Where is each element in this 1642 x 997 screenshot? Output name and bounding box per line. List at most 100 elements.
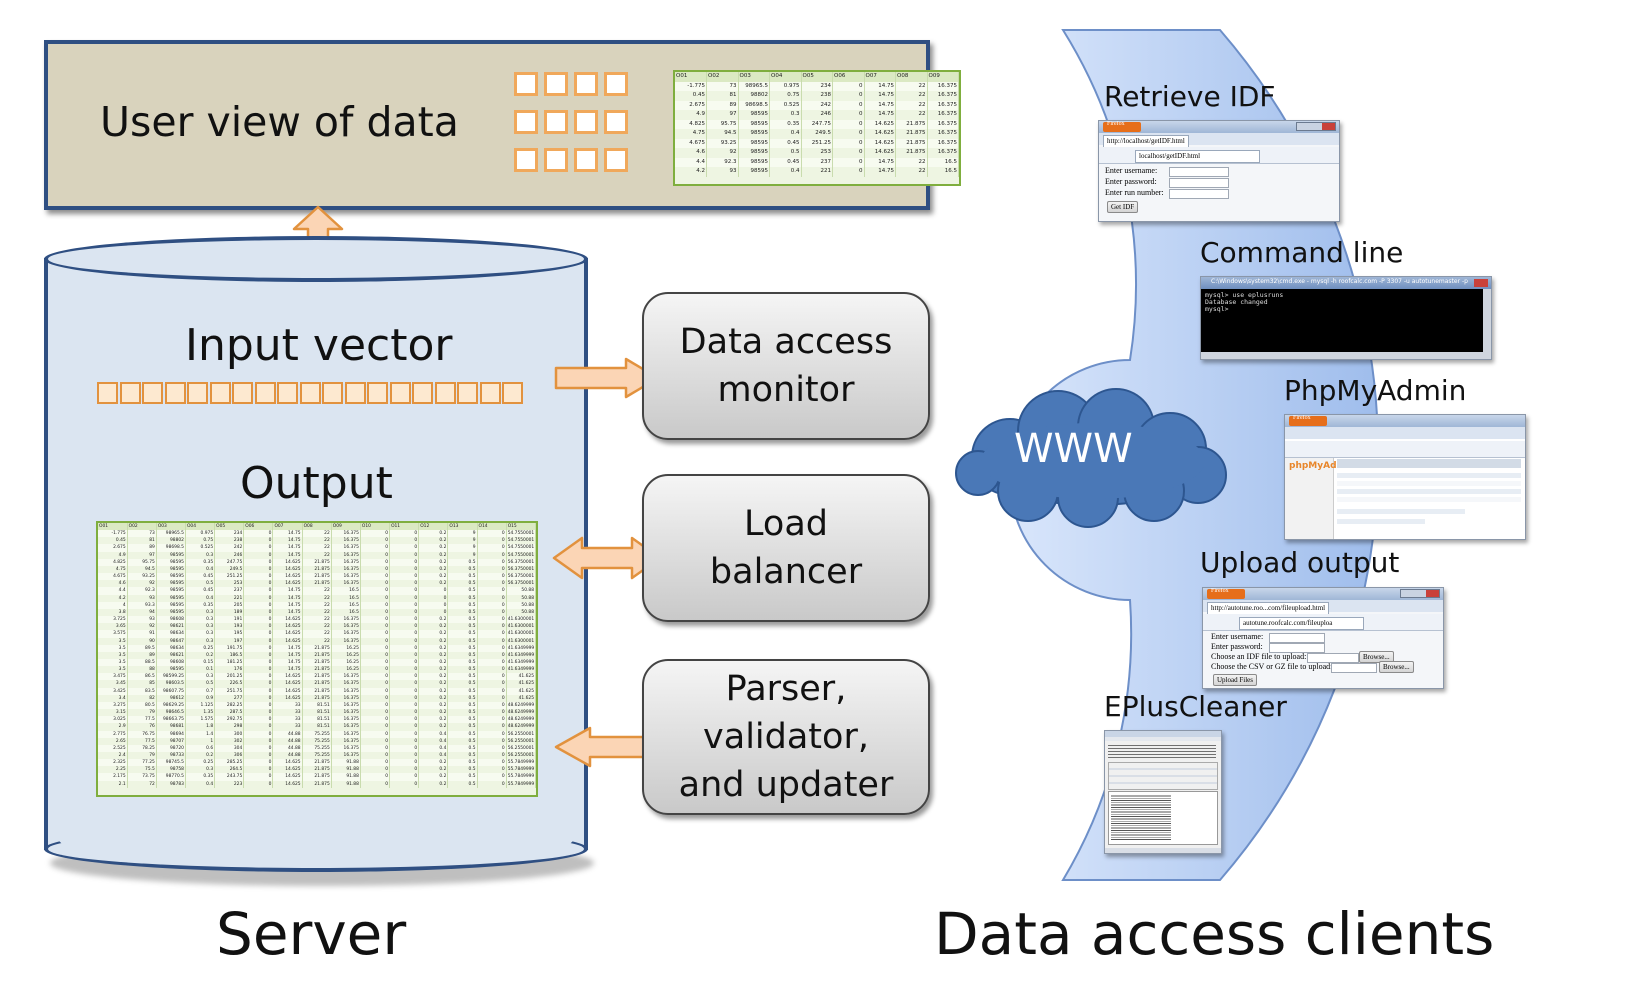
table-cell: 186.5 (214, 651, 245, 659)
table-cell: 0 (389, 680, 420, 688)
table-cell: 0 (360, 701, 391, 710)
console-window-title: C:\Windows\system32\cmd.exe - mysql -h r… (1211, 278, 1468, 285)
table-cell: 16.375 (927, 110, 959, 120)
input-vector-cell (367, 382, 388, 404)
table-cell: 98595 (738, 119, 770, 129)
table-cell: 4.2 (675, 167, 707, 177)
table-cell: 14.625 (272, 780, 303, 788)
table-cell: 0 (389, 573, 420, 581)
table-cell: 0 (243, 573, 274, 581)
table-cell: 92 (127, 623, 157, 631)
table-cell: 77.5 (127, 716, 157, 724)
table-cell: 0 (418, 601, 449, 609)
upload-output-screenshot: Firefox http://autotune.roo...com/fileup… (1202, 587, 1444, 689)
column-header: O08 (895, 72, 928, 82)
table-cell: 14.625 (272, 673, 303, 681)
table-cell: 98720 (156, 744, 186, 752)
table-cell: 0.4 (185, 594, 216, 602)
table-cell: 78.25 (127, 744, 157, 752)
table-cell: 16.5 (331, 601, 361, 609)
table-cell: 0.2 (418, 558, 449, 566)
table-cell: 16.375 (331, 737, 361, 745)
data-square (514, 72, 538, 96)
table-cell: 0.25 (185, 759, 216, 767)
table-cell: 21.875 (302, 658, 332, 667)
table-cell: 0.5 (447, 723, 478, 731)
table-cell: 56.3750001 (506, 565, 536, 574)
table-cell: 0 (477, 730, 507, 738)
table-cell: 0.4 (418, 737, 449, 745)
table-cell: 0 (389, 694, 420, 702)
table-cell: 98608 (156, 658, 186, 667)
username-input (1169, 167, 1229, 177)
table-cell: 21.875 (895, 148, 928, 158)
table-cell: 0.2 (418, 780, 449, 788)
table-cell: 0 (243, 759, 274, 767)
table-cell: 0 (477, 530, 507, 538)
table-cell: 0 (832, 157, 865, 167)
table-cell: 0.5 (447, 687, 478, 695)
table-cell: 0 (389, 537, 420, 545)
table-cell: 0 (360, 651, 391, 659)
table-cell: 91.88 (331, 759, 361, 767)
table-cell: 176 (214, 666, 245, 674)
console-scrollbar (1483, 289, 1491, 359)
table-cell: 2.675 (675, 100, 707, 110)
table-cell: 0 (477, 623, 507, 631)
table-cell: 21.875 (302, 680, 332, 688)
table-cell: 98599.25 (156, 673, 186, 681)
table-cell: 98707 (156, 737, 186, 745)
table-cell: 0 (243, 737, 274, 745)
table-cell: 21.875 (302, 673, 332, 681)
user-view-squares (514, 72, 634, 172)
table-cell: 97 (706, 110, 739, 120)
table-cell: 81.51 (302, 716, 332, 724)
table-cell: 48.6249999 (506, 723, 536, 731)
table-cell: 16.375 (331, 544, 361, 552)
table-cell: 14.75 (272, 666, 303, 674)
table-cell: 0.5 (447, 651, 478, 659)
table-cell: 73 (127, 530, 157, 538)
column-header: O05 (214, 523, 245, 531)
table-cell: 98595 (738, 129, 770, 139)
table-cell: 191 (214, 616, 245, 624)
browse-button: Browse... (1379, 661, 1414, 673)
table-cell: 0.2 (418, 551, 449, 559)
table-cell: 0 (360, 594, 391, 602)
parser-validator-updater-box: Parser, validator, and updater (642, 659, 930, 815)
table-cell: 50.88 (506, 608, 536, 617)
table-cell: 54.7550001 (506, 551, 536, 559)
table-cell: 237 (214, 587, 245, 595)
column-header: O13 (447, 523, 478, 531)
table-cell: 0 (389, 558, 420, 566)
table-cell: 0 (360, 723, 391, 731)
table-cell: 0 (360, 537, 391, 545)
table-cell: 300 (214, 730, 245, 738)
table-cell: 16.375 (331, 744, 361, 752)
table-cell: 0 (243, 666, 274, 674)
table-cell: 0 (360, 730, 391, 738)
clients-caption: Data access clients (934, 900, 1495, 968)
table-cell: 0.5 (447, 644, 478, 652)
console-close-icon (1474, 279, 1488, 287)
table-cell: 0.5 (447, 587, 478, 595)
cleaner-form (1108, 762, 1218, 790)
table-cell: 0.3 (185, 637, 216, 645)
table-cell: 41.6349999 (506, 666, 536, 674)
table-cell: 48.6249999 (506, 716, 536, 724)
table-cell: 22 (895, 157, 928, 167)
table-cell: 14.625 (272, 759, 303, 767)
table-cell: 93.25 (127, 573, 157, 581)
table-cell: 0 (418, 594, 449, 602)
input-vector-cell (119, 382, 141, 404)
table-cell: 0 (243, 694, 274, 702)
table-cell: 0 (389, 716, 420, 724)
column-header: O06 (832, 72, 865, 82)
table-cell: 292.75 (214, 716, 245, 724)
table-cell: 33 (272, 709, 303, 717)
